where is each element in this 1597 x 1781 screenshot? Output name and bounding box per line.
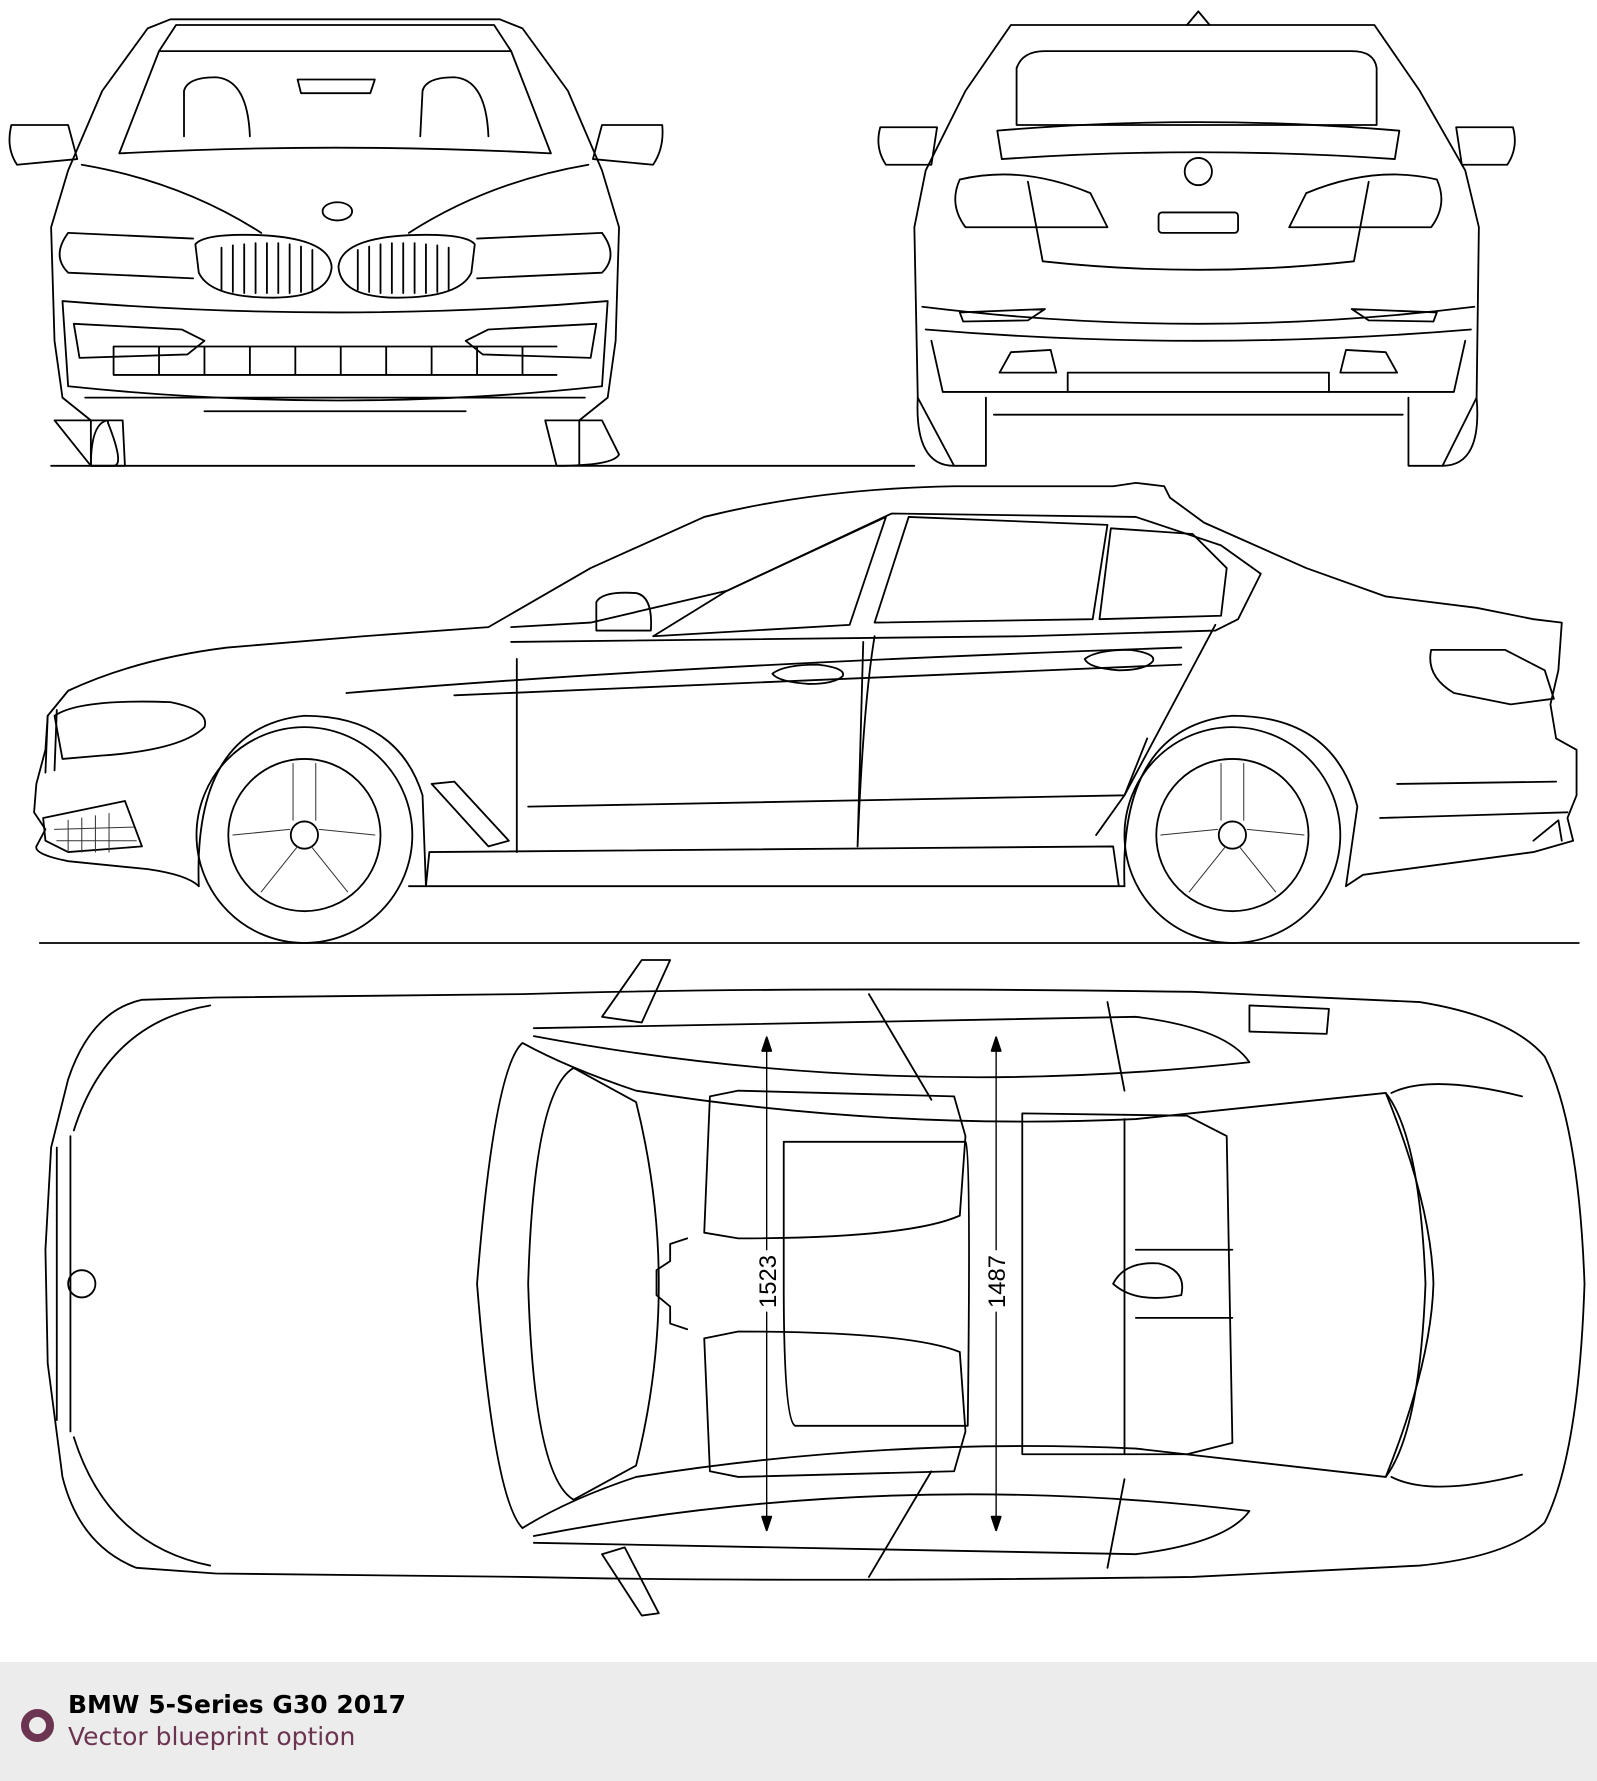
blueprint-title: BMW 5-Series G30 2017 — [68, 1690, 406, 1719]
front-view — [8, 18, 916, 467]
front-track-dimension: 1523 — [755, 1255, 782, 1308]
top-view — [44, 959, 1586, 1617]
blueprint-subtitle: Vector blueprint option — [68, 1722, 356, 1751]
side-view — [33, 481, 1580, 944]
rear-view — [877, 10, 1516, 467]
ring-icon — [21, 1709, 54, 1742]
rear-track-dimension: 1487 — [984, 1255, 1011, 1308]
caption-bar: BMW 5-Series G30 2017 Vector blueprint o… — [0, 1662, 1597, 1781]
car-blueprint: 1523 1487 — [8, 10, 1586, 1617]
